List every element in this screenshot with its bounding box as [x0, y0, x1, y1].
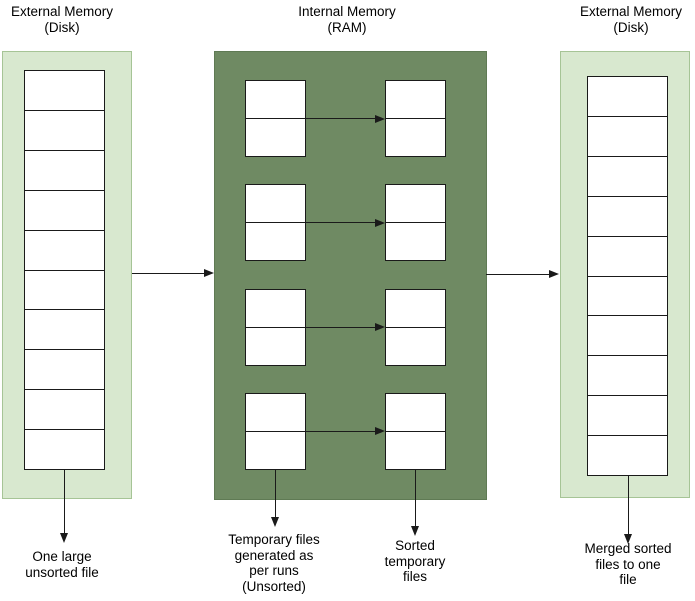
- arrow-head: [624, 534, 632, 544]
- run-cell: [246, 394, 305, 431]
- run-cell: [246, 290, 305, 327]
- run-cell: [246, 81, 305, 118]
- sort-right-arrow-icon: [306, 289, 385, 366]
- file-block-cell: [588, 275, 667, 316]
- run-cell: [246, 222, 305, 260]
- arrow-head: [204, 269, 214, 277]
- arrow-shaft: [414, 470, 416, 526]
- unsorted-file-box: [24, 70, 105, 470]
- file-block-cell: [25, 389, 104, 429]
- sorted-run-box: [385, 392, 446, 470]
- sort-right-arrow-icon: [306, 184, 385, 261]
- merged-sorted-file-box: [587, 76, 668, 476]
- arrow-shaft: [627, 476, 629, 534]
- run-cell: [386, 430, 445, 469]
- caption-merged-sorted-files: Merged sorted files to one file: [584, 541, 672, 587]
- merged-file-down-arrow-icon: [623, 476, 633, 544]
- disk-to-ram-arrow-icon: [132, 268, 214, 278]
- run-cell: [246, 326, 305, 365]
- file-block-cell: [588, 395, 667, 435]
- file-block-cell: [588, 155, 667, 196]
- arrow-head: [375, 114, 385, 123]
- arrow-head: [60, 533, 68, 543]
- arrow-shaft: [306, 222, 375, 224]
- file-block-cell: [588, 195, 667, 236]
- file-block-cell: [25, 109, 104, 150]
- unsorted-run-box: [245, 288, 306, 366]
- caption-temporary-files: Temporary files generated as per runs (U…: [228, 532, 320, 594]
- unsorted-run-box: [245, 392, 306, 470]
- file-block-cell: [25, 149, 104, 190]
- run-cell: [246, 118, 305, 156]
- arrow-shaft: [306, 326, 375, 328]
- unsorted-run-box: [245, 184, 306, 262]
- file-block-cell: [588, 355, 667, 395]
- arrow-head: [375, 427, 385, 436]
- run-pair: [245, 80, 446, 157]
- file-block-cell: [25, 71, 104, 110]
- file-block-cell: [25, 229, 104, 270]
- sort-right-arrow-icon: [306, 80, 385, 157]
- sorted-run-box: [385, 80, 446, 157]
- sorted-run-box: [385, 184, 446, 262]
- arrow-shaft: [274, 470, 276, 517]
- arrow-head: [549, 270, 559, 278]
- run-cell: [386, 118, 445, 156]
- run-cell: [386, 81, 445, 118]
- run-pair: [245, 392, 446, 470]
- sorted-run-box: [385, 288, 446, 366]
- file-block-cell: [588, 435, 667, 475]
- run-cell: [386, 185, 445, 222]
- run-cell: [246, 185, 305, 222]
- right-disk-title: External Memory (Disk): [579, 4, 683, 35]
- arrow-head: [411, 526, 419, 536]
- caption-one-large-unsorted-file: One large unsorted file: [25, 549, 99, 580]
- arrow-head: [375, 323, 385, 332]
- run-cell: [386, 394, 445, 431]
- file-block-cell: [25, 269, 104, 310]
- temp-files-down-arrow-icon: [270, 470, 280, 527]
- arrow-head: [375, 218, 385, 227]
- ram-to-disk-arrow-icon: [486, 269, 559, 279]
- sorted-files-down-arrow-icon: [410, 470, 420, 536]
- sort-right-arrow-icon: [306, 393, 385, 470]
- arrow-shaft: [306, 118, 375, 119]
- file-block-cell: [588, 235, 667, 276]
- arrow-shaft: [132, 272, 204, 274]
- ram-title: Internal Memory (RAM): [298, 4, 396, 35]
- caption-sorted-temporary-files: Sorted temporary files: [384, 538, 446, 584]
- arrow-shaft: [306, 430, 375, 432]
- file-block-cell: [588, 115, 667, 156]
- run-cell: [386, 326, 445, 365]
- unsorted-run-box: [245, 80, 306, 157]
- file-block-cell: [25, 349, 104, 389]
- ram-run-pairs: [245, 80, 446, 470]
- run-pair: [245, 184, 446, 262]
- file-block-cell: [25, 429, 104, 469]
- arrow-shaft: [486, 273, 549, 275]
- arrow-shaft: [63, 470, 65, 533]
- run-cell: [246, 430, 305, 469]
- left-disk-title: External Memory (Disk): [10, 4, 114, 35]
- run-cell: [386, 290, 445, 327]
- run-cell: [386, 222, 445, 260]
- unsorted-file-down-arrow-icon: [59, 470, 69, 543]
- file-block-cell: [25, 189, 104, 230]
- run-pair: [245, 288, 446, 366]
- file-block-cell: [25, 309, 104, 349]
- file-block-cell: [588, 315, 667, 355]
- arrow-head: [271, 517, 279, 527]
- file-block-cell: [588, 77, 667, 116]
